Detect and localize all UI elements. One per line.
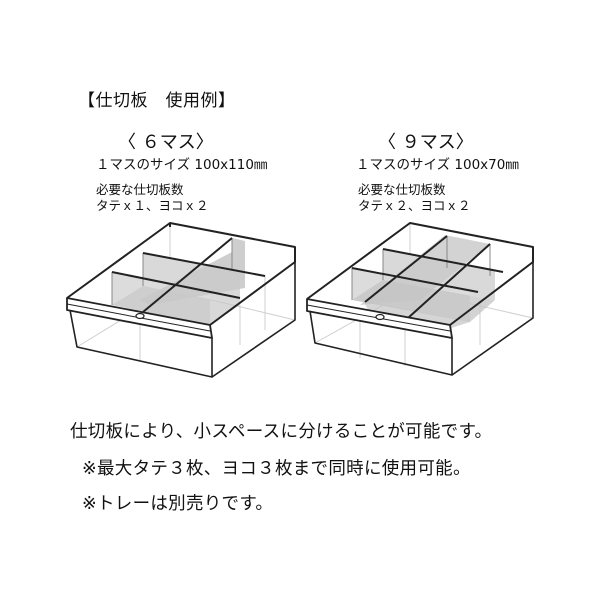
tray-6-compartments-image (66, 222, 296, 378)
example-9-cell-size: １マスのサイズ 100x70㎜ (356, 157, 519, 173)
example-6-label: 〈 ６マス〉 (118, 132, 214, 153)
example-9-required-title: 必要な仕切板数 (358, 182, 446, 197)
example-9-required-count: タテｘ２、ヨコｘ２ (358, 198, 471, 213)
note-max-partitions: ※最大タテ３枚、ヨコ３枚まで同時に使用可能。 (82, 459, 471, 479)
note-partition-description: 仕切板により、小スペースに分けることが可能です。 (70, 422, 493, 442)
example-6-required-title: 必要な仕切板数 (96, 182, 184, 197)
note-tray-sold-separately: ※トレーは別売りです。 (82, 494, 274, 514)
tray-9-compartments-image (306, 222, 534, 376)
page-title: 【仕切板 使用例】 (78, 91, 236, 111)
example-6-required-count: タテｘ１、ヨコｘ２ (96, 198, 209, 213)
example-6-cell-size: １マスのサイズ 100x110㎜ (96, 157, 268, 173)
example-9-label: 〈 ９マス〉 (378, 132, 474, 153)
